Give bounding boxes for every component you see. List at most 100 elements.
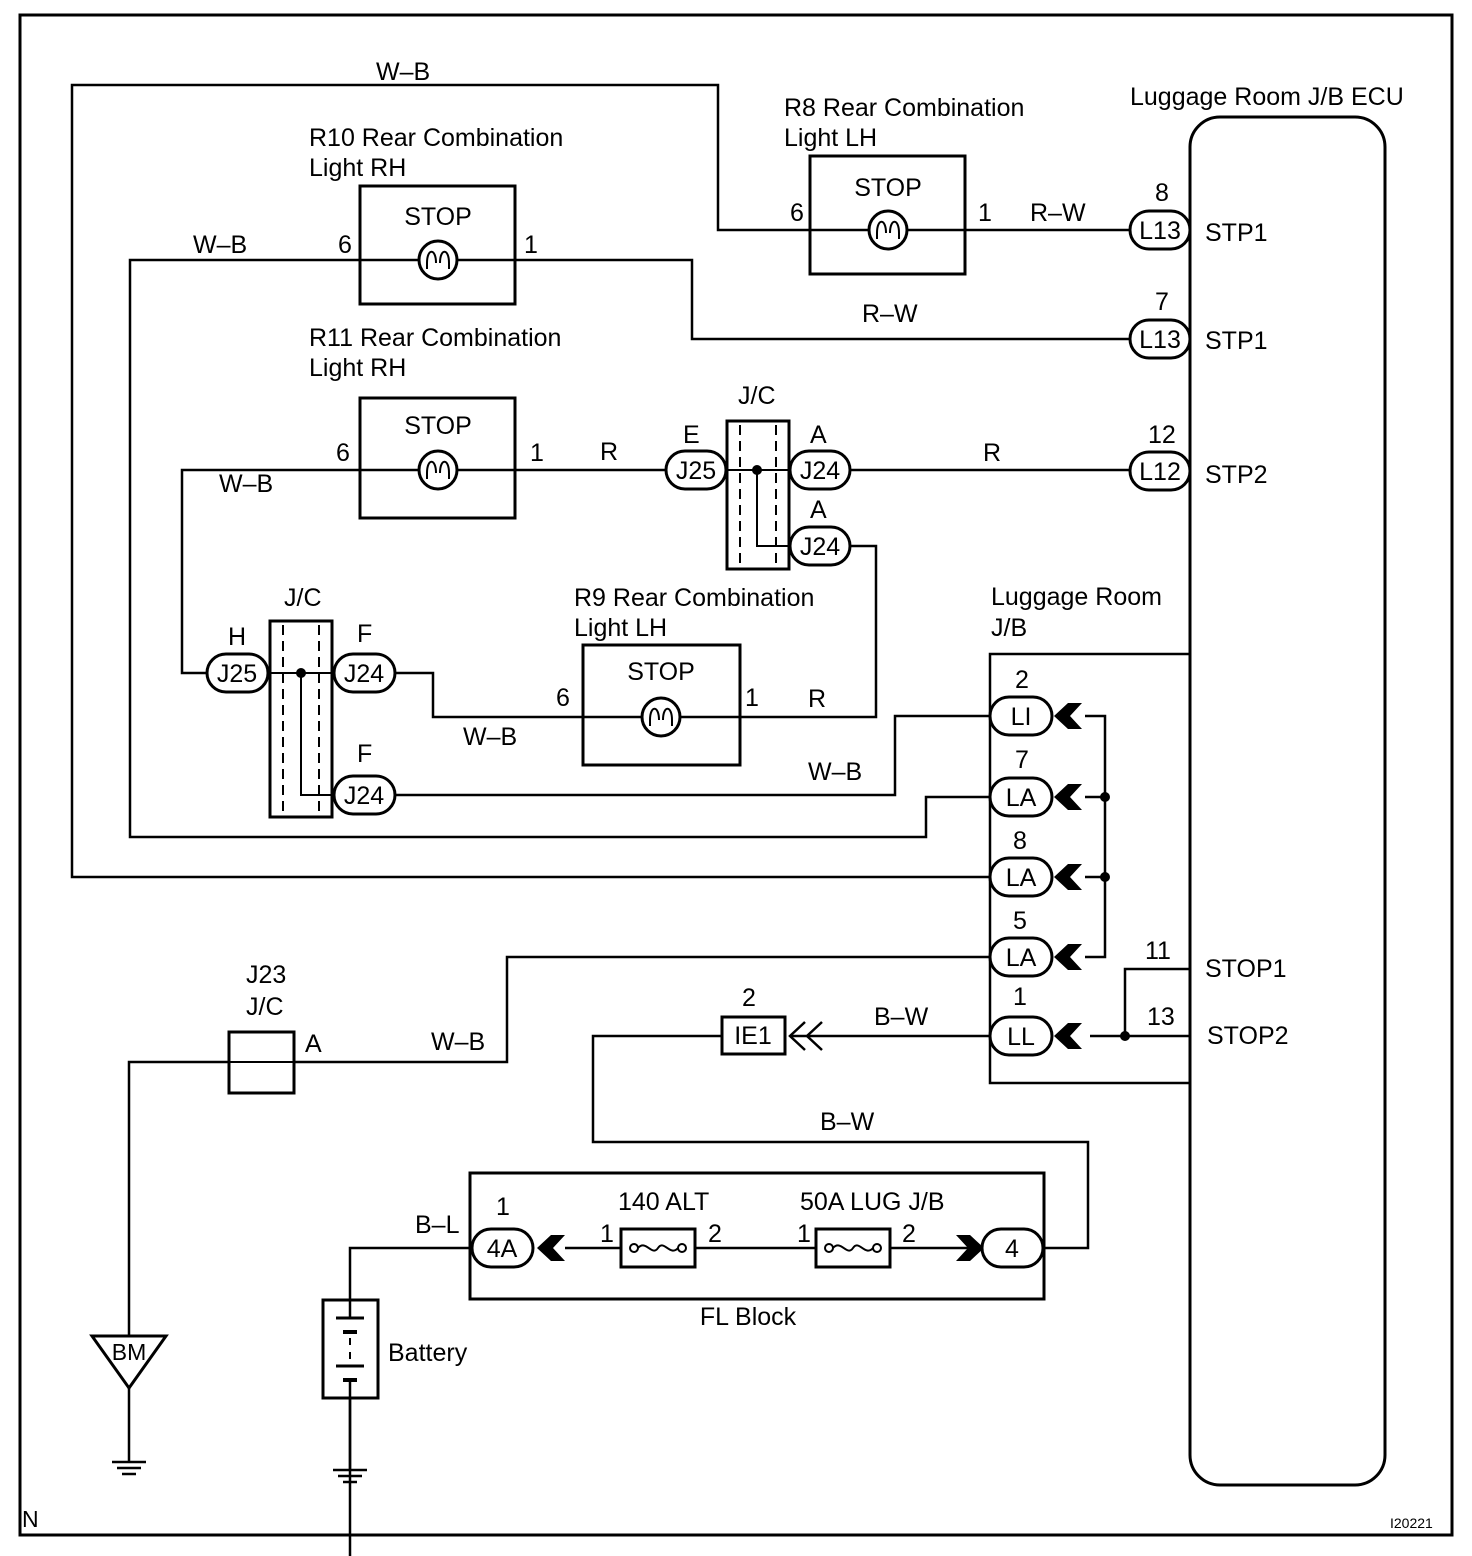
component-subtitle: Light RH — [309, 354, 406, 382]
page-frame — [18, 13, 1454, 1537]
pin-number: 1 — [600, 1220, 614, 1248]
luggage-room-jb-ecu: Luggage Room J/B ECU STP1 STP1 STP2 STOP… — [1130, 83, 1404, 1487]
component-title: R9 Rear Combination — [574, 584, 814, 612]
connector-code: LA — [1006, 784, 1037, 812]
ground-icon — [112, 1460, 146, 1476]
wire-label-r-r9: R — [808, 685, 826, 713]
stop-bulb-icon — [417, 239, 459, 281]
pin-number: 2 — [708, 1220, 722, 1248]
jc-label: J/C — [738, 382, 776, 410]
wire-label-wb-top: W–B — [376, 58, 430, 86]
bm-ground-point: BM — [89, 1334, 169, 1476]
wire-label-wb-li: W–B — [808, 758, 862, 786]
ecu-pin-number-13: 13 — [1147, 1003, 1175, 1031]
j23-junction-connector: J23 J/C A — [227, 961, 322, 1095]
wire-label-wb-r11: W–B — [219, 470, 273, 498]
connector-code: IE1 — [734, 1022, 772, 1050]
wire-label-bw-fl: B–W — [820, 1108, 875, 1136]
junction-connector-lower: J/C H J25 F J24 F J24 — [205, 584, 397, 819]
r9-rear-combination-light-lh: R9 Rear Combination Light LH STOP 6 1 — [556, 584, 814, 767]
connector-code: 4 — [1005, 1235, 1019, 1263]
pin-number: 7 — [1015, 746, 1029, 774]
fuse-icon — [814, 1227, 892, 1269]
pin-number: 1 — [978, 199, 992, 227]
ground-label: BM — [112, 1339, 147, 1365]
connector-code: J25 — [676, 457, 716, 485]
connector-code: J25 — [217, 660, 257, 688]
pin-number: 5 — [1013, 907, 1027, 935]
ground-icon — [333, 1468, 367, 1484]
r11-rear-combination-light-rh: R11 Rear Combination Light RH STOP 6 1 — [309, 324, 561, 520]
jb-connector-ll-1: 1 LL — [988, 983, 1082, 1057]
r8-rear-combination-light-lh: R8 Rear Combination Light LH STOP 6 1 — [784, 94, 1024, 276]
pin-number: 6 — [338, 231, 352, 259]
ecu-pin-label-stp1-a: STP1 — [1205, 219, 1268, 247]
luggage-room-jb: Luggage Room J/B 2 LI 7 LA 8 LA 5 LA — [988, 583, 1190, 1085]
bulb-label: STOP — [404, 203, 472, 231]
pin-number: 1 — [496, 1193, 510, 1221]
connector-arrow-icon — [1054, 703, 1082, 729]
bulb-label: STOP — [854, 174, 922, 202]
jb-connector-la-5: 5 LA — [988, 907, 1082, 978]
connector-code: L13 — [1139, 326, 1181, 354]
ecu-pin-label-stop1: STOP1 — [1205, 955, 1287, 983]
jb-connector-li-2: 2 LI — [988, 666, 1082, 737]
stop-bulb-icon — [417, 449, 459, 491]
bulb-label: STOP — [404, 412, 472, 440]
stop-bulb-icon — [640, 696, 682, 738]
pin-number: 1 — [524, 231, 538, 259]
connector-code: L13 — [1139, 217, 1181, 245]
connector-code: J24 — [800, 533, 840, 561]
ecu-pin-label-stop2: STOP2 — [1207, 1022, 1289, 1050]
pin-number: 6 — [790, 199, 804, 227]
pin-letter: F — [357, 620, 372, 648]
wire-label-rw-top: R–W — [1030, 199, 1086, 227]
wire-label-wb-r10: W–B — [193, 231, 247, 259]
battery-label: Battery — [388, 1339, 468, 1367]
pin-number: 6 — [336, 439, 350, 467]
pin-letter: E — [683, 421, 700, 449]
connector-code: 4A — [487, 1235, 518, 1263]
pin-number: 2 — [742, 984, 756, 1012]
pin-letter: H — [228, 623, 246, 651]
pin-number: 8 — [1155, 179, 1169, 207]
wire-label-r-stp2: R — [983, 439, 1001, 467]
wire-label-bl: B–L — [415, 1211, 460, 1239]
ecu-title: Luggage Room J/B ECU — [1130, 83, 1404, 111]
fl-block: FL Block 1 4A 140 ALT 1 2 50A LUG J/B 1 … — [468, 1171, 1046, 1331]
jb-connector-la-7: 7 LA — [988, 746, 1082, 818]
ecu-pin-number-11: 11 — [1145, 937, 1171, 965]
corner-mark: N — [22, 1506, 39, 1532]
ecu-connector-l13-8: 8 L13 — [1128, 179, 1192, 251]
open-arrow-icon — [788, 1021, 823, 1051]
battery: Battery — [321, 1298, 468, 1484]
connector-code: L12 — [1139, 458, 1181, 486]
ecu-connector-l12-12: 12 L12 — [1128, 421, 1192, 492]
connector-arrow-icon — [1054, 784, 1082, 810]
component-title: R11 Rear Combination — [309, 324, 561, 352]
pin-number: 6 — [556, 684, 570, 712]
bulb-label: STOP — [627, 658, 695, 686]
connector-code: LA — [1006, 864, 1037, 892]
pin-letter: F — [357, 740, 372, 768]
jc-label: J/C — [284, 584, 322, 612]
pin-number: 7 — [1155, 288, 1169, 316]
junction-dots — [1100, 792, 1130, 1041]
connector-code: LI — [1011, 703, 1032, 731]
wire-label-wb-j23: W–B — [431, 1028, 485, 1056]
ecu-pin-label-stp2: STP2 — [1205, 461, 1268, 489]
connector-arrow-icon — [1054, 944, 1082, 970]
connector-code: J24 — [344, 660, 384, 688]
pin-number: 1 — [1013, 983, 1027, 1011]
pin-number: 2 — [1015, 666, 1029, 694]
component-title: Luggage Room — [991, 583, 1162, 611]
pin-number: 1 — [797, 1220, 811, 1248]
component-subtitle: Light RH — [309, 154, 406, 182]
component-title: R10 Rear Combination — [309, 124, 563, 152]
component-title: FL Block — [700, 1303, 797, 1331]
ie1-connector: 2 IE1 — [720, 984, 823, 1056]
connector-code: LA — [1006, 944, 1037, 972]
connector-arrow-icon — [1054, 864, 1082, 890]
connector-arrow-icon — [956, 1235, 984, 1261]
ecu-pin-label-stp1-b: STP1 — [1205, 327, 1268, 355]
